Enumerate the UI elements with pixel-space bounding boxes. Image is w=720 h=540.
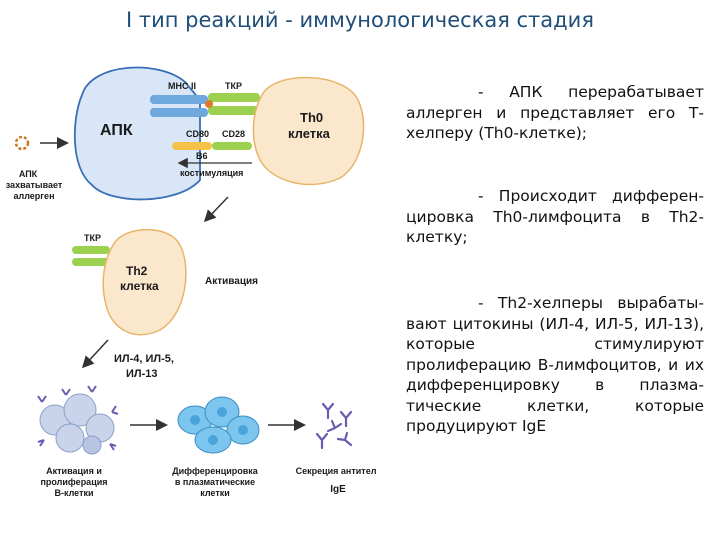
- paragraph-3-text: - Th2-хелперы вырабаты-вают цитокины (ИЛ…: [406, 294, 704, 435]
- th0-label-1: Th0: [300, 110, 323, 125]
- paragraph-1: - АПК перерабатывает аллерген и представ…: [406, 82, 704, 144]
- differentiation-arrow: [203, 196, 229, 223]
- apc-captures-label-3: аллерген: [13, 191, 54, 201]
- cd28-label: CD28: [222, 129, 245, 139]
- apc-label: АПК: [100, 122, 133, 139]
- plasma-caption-1: Дифференцировка: [172, 466, 259, 476]
- antibody-caption-1: Секреция антител: [296, 466, 377, 476]
- paragraph-3: - Th2-хелперы вырабаты-вают цитокины (ИЛ…: [406, 293, 704, 437]
- allergen-icon: [14, 135, 30, 151]
- cytokine-arrow: [81, 339, 109, 369]
- mhc-label: MHC II: [168, 81, 196, 91]
- cd80-label: CD80: [186, 129, 209, 139]
- bcell-caption-1: Активация и: [46, 466, 102, 476]
- tcr-label: ТКР: [225, 81, 242, 91]
- th2-label-2: клетка: [120, 279, 159, 293]
- bcell-caption-2: пролиферация: [40, 477, 107, 487]
- plasma-caption-3: клетки: [200, 488, 230, 498]
- plasma-caption-2: в плазматические: [175, 477, 255, 487]
- paragraph-2: - Происходит дифферен-цировка Th0-лимфоц…: [406, 186, 704, 248]
- tcr2-receptor: [72, 246, 110, 266]
- tcr2-label: ТКР: [84, 233, 101, 243]
- paragraph-1-text: - АПК перерабатывает аллерген и представ…: [406, 83, 704, 142]
- paragraph-2-text: - Происходит дифферен-цировка Th0-лимфоц…: [406, 187, 704, 246]
- slide-title: I тип реакций - иммунологическая стадия: [126, 8, 594, 32]
- th2-label-1: Th2: [126, 264, 148, 278]
- b6-label: B6: [196, 151, 208, 161]
- ige-antibodies: [315, 402, 353, 450]
- cd80-cd28-complex: [172, 142, 252, 150]
- antibody-caption-2: IgE: [330, 484, 346, 495]
- il-label-2: ИЛ-13: [126, 368, 158, 380]
- th2-cell: [102, 228, 187, 336]
- apc-captures-label-1: АПК: [19, 169, 38, 179]
- mhc-tcr-complex: [150, 93, 260, 117]
- plasma-cell-cluster: [177, 396, 260, 454]
- bcell-cluster: [37, 385, 119, 455]
- il-label-1: ИЛ-4, ИЛ-5,: [114, 353, 174, 365]
- th0-cell: [252, 76, 365, 186]
- activation-label: Активация: [205, 276, 258, 287]
- costim-label: костимуляция: [180, 168, 243, 178]
- apc-captures-label-2: захватывает: [6, 180, 63, 190]
- th0-label-2: клетка: [288, 126, 331, 141]
- bcell-caption-3: В-клетки: [54, 488, 93, 498]
